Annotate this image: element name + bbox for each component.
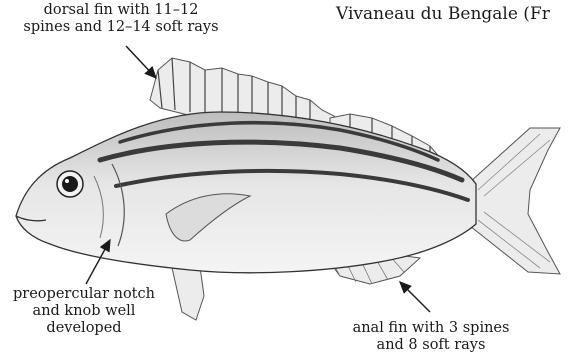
anal-fin-arrow [400,282,430,312]
caudal-fin [470,128,560,274]
dorsal-fin-arrow [126,46,156,78]
